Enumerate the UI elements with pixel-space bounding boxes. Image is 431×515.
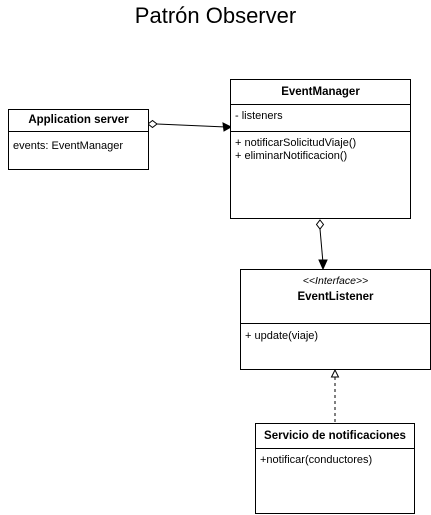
diagram-title: Patrón Observer	[134, 3, 297, 28]
class-name: EventManager	[231, 80, 410, 105]
attributes-section: events: EventManager	[9, 132, 148, 153]
attribute: events: EventManager	[13, 140, 124, 152]
stereotype: <<Interface>>	[302, 275, 369, 287]
method: + notificarSolicitudViaje()	[235, 137, 357, 149]
methods-section: + notificarSolicitudViaje() + eliminarNo…	[231, 132, 410, 163]
class-name: Application server	[9, 110, 148, 132]
methods-section: +notificar(conductores)	[256, 449, 414, 467]
aggregation-app-to-eventmanager	[147, 119, 233, 132]
method: + eliminarNotificacion()	[235, 150, 348, 162]
interface-header: <<Interface>> EventListener	[241, 270, 430, 324]
class-servicio-notificaciones[interactable]: Servicio de notificaciones +notificar(co…	[255, 423, 415, 514]
class-name: EventListener	[297, 291, 374, 303]
attributes-section: - listeners	[231, 105, 410, 132]
aggregation-eventmanager-to-listener	[315, 219, 328, 271]
methods-section: + update(viaje)	[241, 324, 430, 343]
class-application-server[interactable]: Application server events: EventManager	[8, 109, 149, 170]
realization-servicio-to-listener	[330, 368, 340, 423]
interface-event-listener[interactable]: <<Interface>> EventListener + update(via…	[240, 269, 431, 370]
method: +notificar(conductores)	[260, 454, 373, 466]
class-event-manager[interactable]: EventManager - listeners + notificarSoli…	[230, 79, 411, 219]
attribute: - listeners	[235, 110, 283, 122]
method: + update(viaje)	[245, 330, 319, 342]
class-name: Servicio de notificaciones	[256, 424, 414, 449]
